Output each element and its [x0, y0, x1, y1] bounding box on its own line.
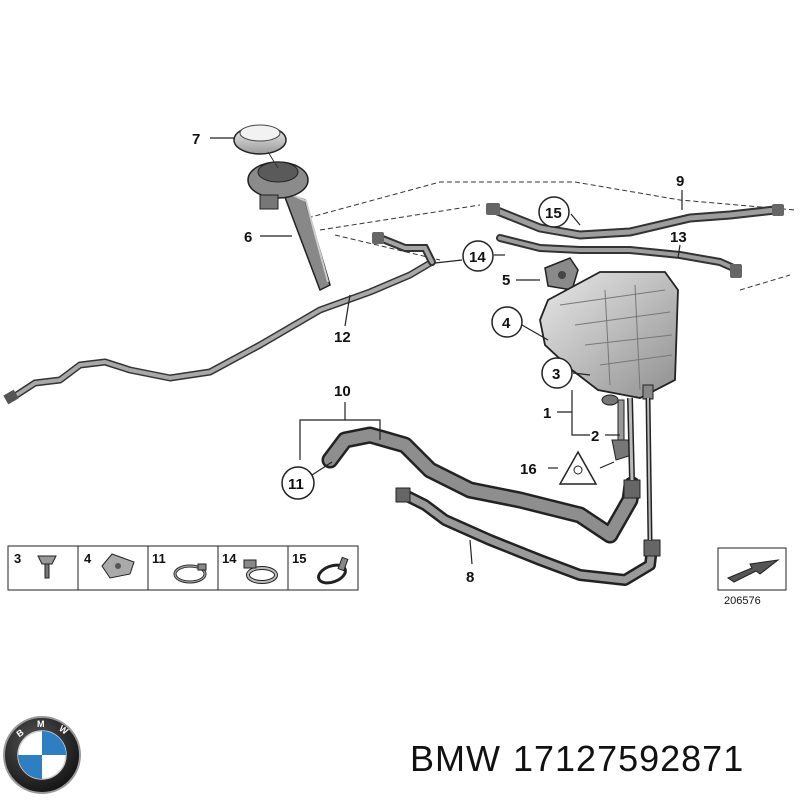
- legend-item-14: 14: [222, 551, 278, 584]
- legend-item-15: 15: [292, 551, 349, 585]
- filler-neck: [247, 161, 331, 292]
- part-number: 17127592871: [512, 738, 745, 779]
- svg-text:15: 15: [545, 205, 562, 222]
- callout-5: 5: [502, 272, 510, 289]
- callout-13: 13: [670, 229, 687, 246]
- callout-2: 2: [591, 428, 599, 445]
- callout-11-circle: 11: [281, 466, 315, 500]
- svg-text:4: 4: [84, 551, 92, 566]
- legend-item-3: 3: [14, 551, 57, 579]
- level-sensor: [611, 399, 633, 461]
- bmw-logo: B M W: [3, 716, 81, 794]
- svg-text:3: 3: [14, 551, 21, 566]
- spring-clamp-icon: [317, 556, 349, 585]
- callout-14-circle: 14: [462, 240, 494, 272]
- legend-item-11: 11: [152, 551, 207, 584]
- callout-12: 12: [334, 329, 351, 346]
- svg-text:11: 11: [152, 551, 166, 566]
- brand-name: BMW: [410, 738, 501, 779]
- clip-nut-icon: [101, 553, 135, 579]
- hose-10: [321, 426, 641, 544]
- band-clamp-icon: [243, 559, 278, 584]
- hose-8: [395, 487, 661, 586]
- callout-16: 16: [520, 461, 537, 478]
- svg-text:M: M: [37, 719, 45, 729]
- svg-text:11: 11: [288, 476, 304, 493]
- diagram-id: 206576: [724, 595, 761, 607]
- svg-text:14: 14: [469, 249, 486, 266]
- callout-8: 8: [466, 569, 474, 586]
- arrow-icon: [726, 559, 780, 583]
- view-indicator: 206576: [717, 547, 787, 607]
- hose-9: [486, 203, 784, 240]
- svg-text:14: 14: [222, 551, 237, 566]
- legend-item-4: 4: [84, 551, 135, 579]
- callout-3-circle: 3: [541, 357, 573, 389]
- small-parts-legend: 3 4 11 14: [7, 545, 359, 591]
- filler-hose: [372, 232, 436, 266]
- callout-7: 7: [192, 131, 200, 148]
- hose-13: [496, 234, 742, 278]
- tank-pipe: [627, 397, 653, 541]
- hose-12: [3, 258, 436, 405]
- screw-icon: [37, 555, 57, 579]
- svg-text:15: 15: [292, 551, 306, 566]
- callout-15-circle: 15: [538, 196, 570, 228]
- warning-triangle-icon: [558, 450, 598, 485]
- hose-clamp-icon: [173, 563, 207, 584]
- callout-4-circle: 4: [491, 306, 523, 338]
- svg-text:B: B: [14, 727, 25, 739]
- callout-6: 6: [244, 229, 252, 246]
- svg-text:3: 3: [552, 366, 560, 383]
- expansion-tank: [539, 271, 679, 406]
- callout-9: 9: [676, 173, 684, 190]
- bracket-5: [544, 257, 579, 291]
- leader-lines: [210, 137, 683, 565]
- part-caption: BMW 17127592871: [410, 738, 756, 780]
- callout-1: 1: [543, 405, 551, 422]
- callout-10: 10: [334, 383, 351, 400]
- svg-text:4: 4: [502, 315, 511, 332]
- dashed-guides: [299, 181, 796, 291]
- filler-cap: [233, 124, 287, 169]
